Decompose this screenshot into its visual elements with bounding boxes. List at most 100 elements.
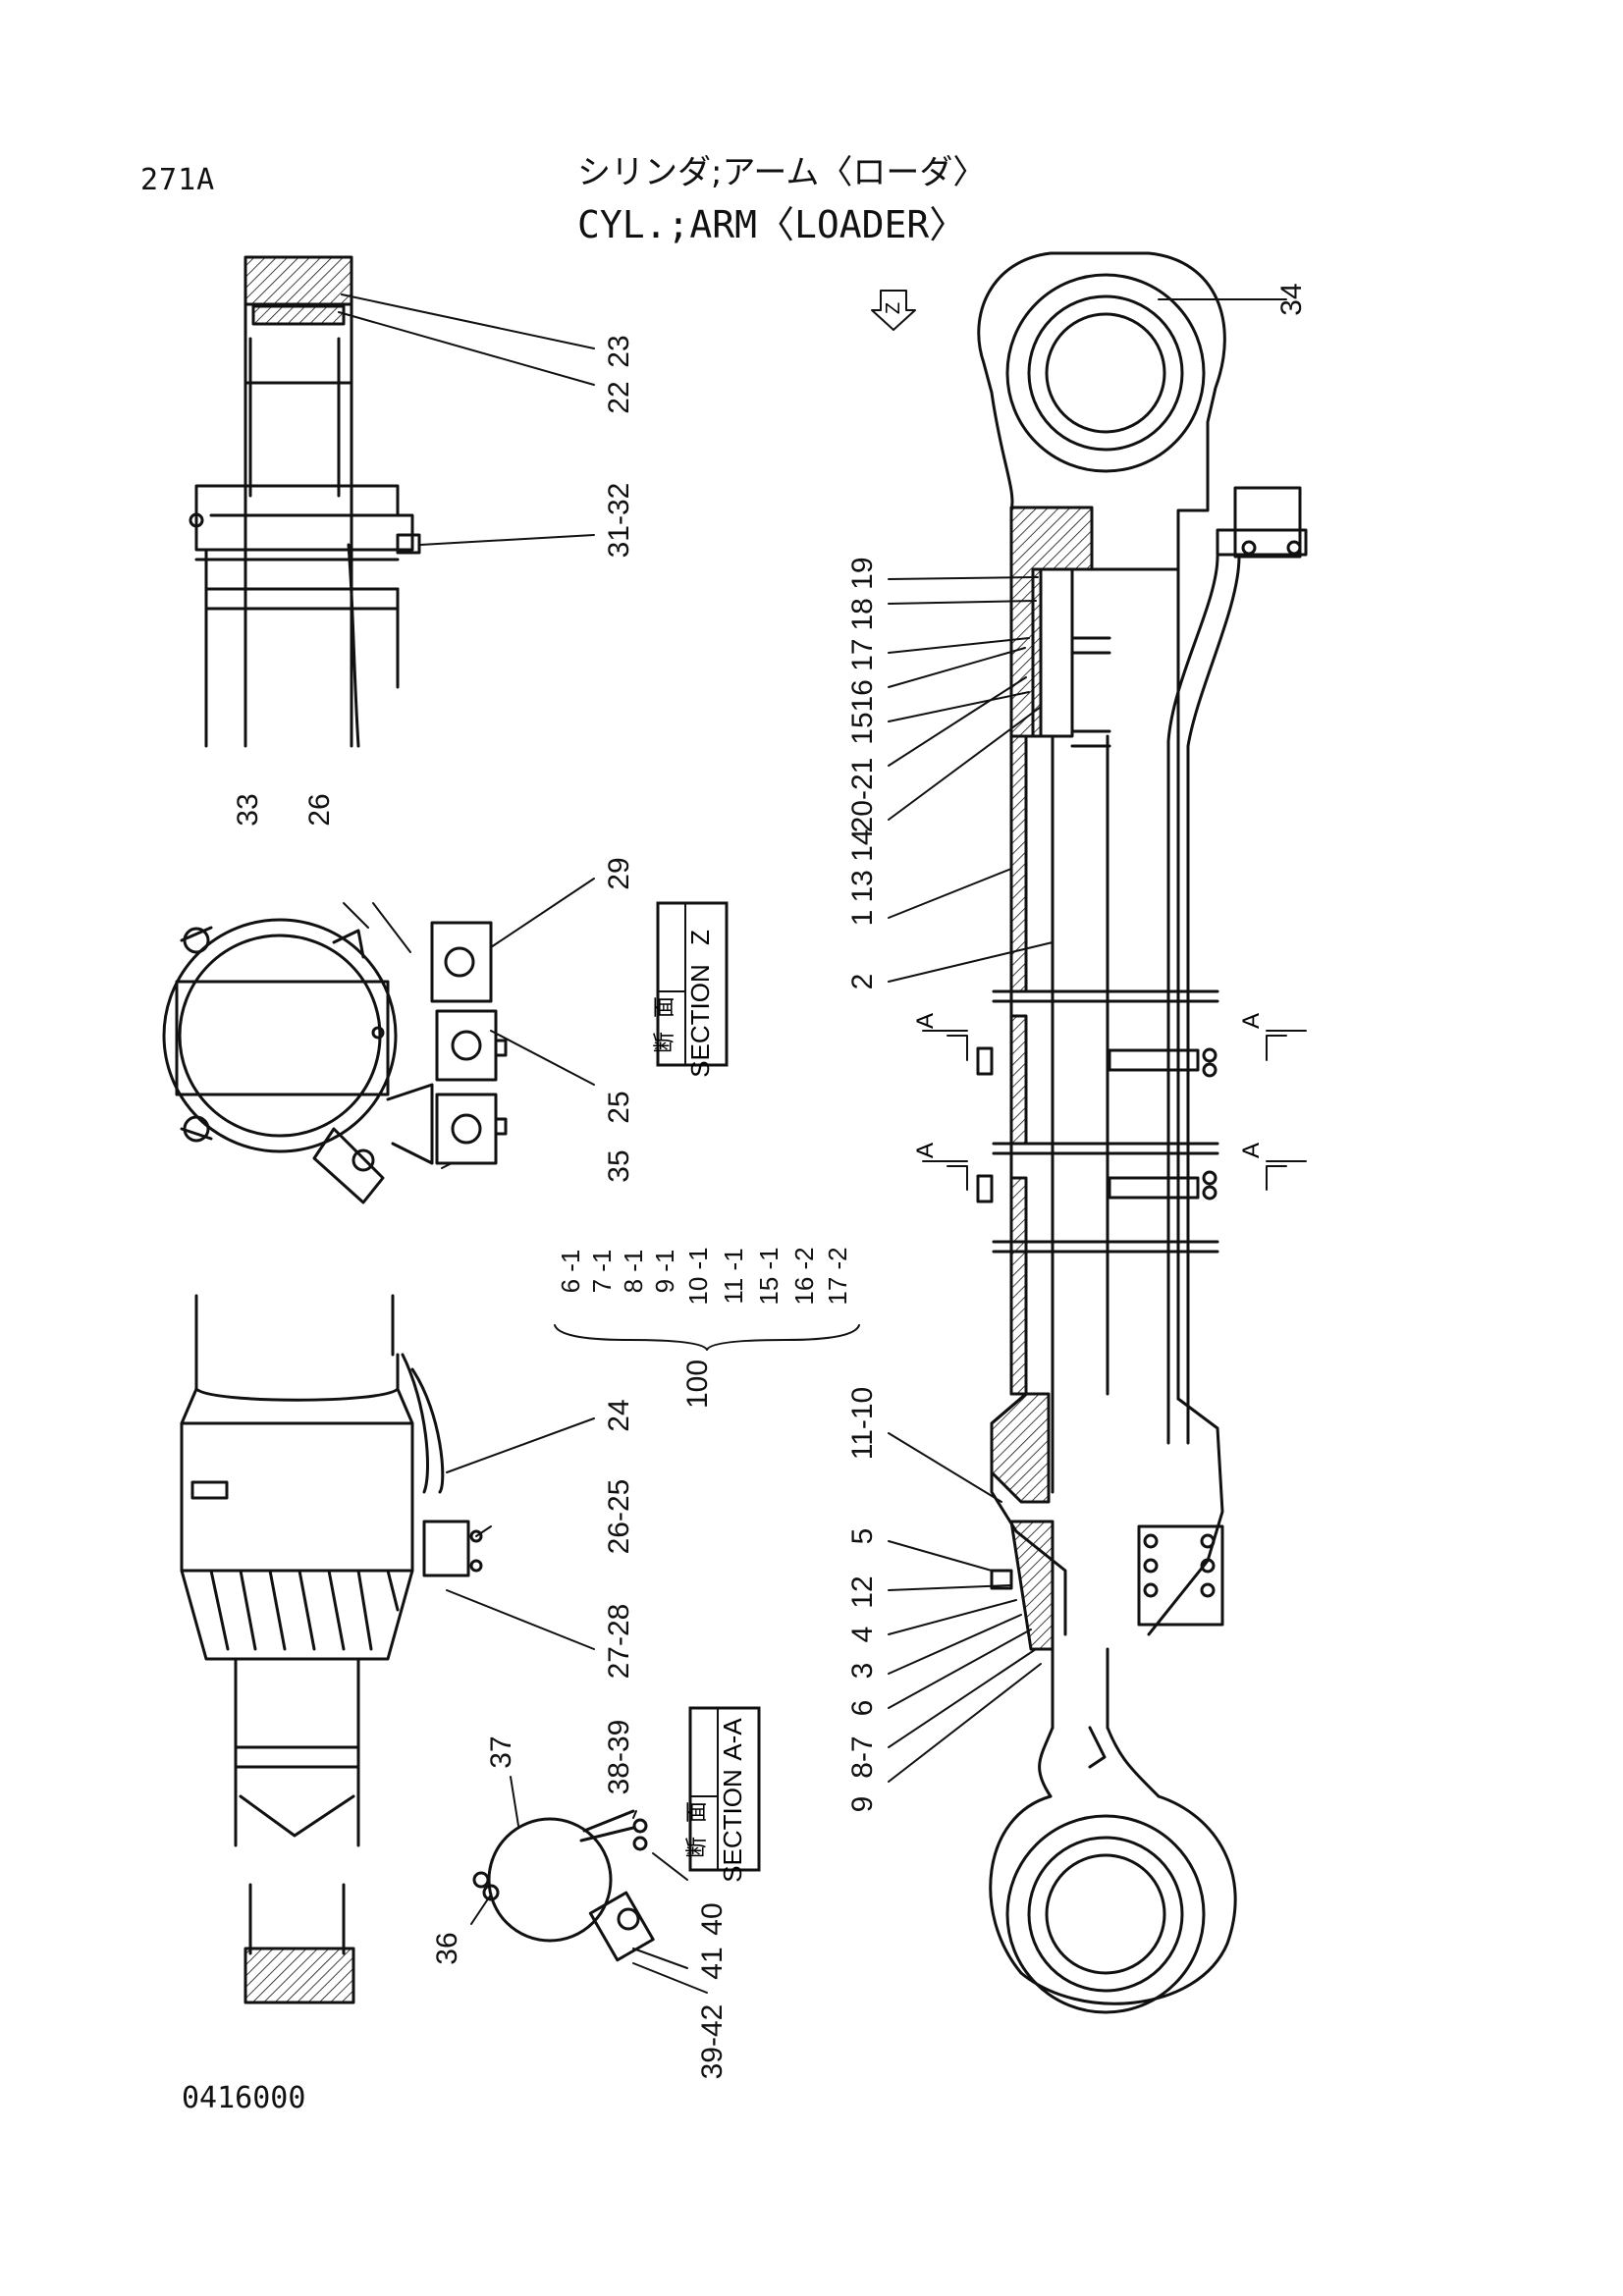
- callout-2: 2: [846, 974, 879, 990]
- section-z-view: [162, 918, 508, 1204]
- lower-left-cone: [180, 1569, 414, 1661]
- section-z-block-2: [435, 1009, 498, 1082]
- section-arrow-a-4: A: [1238, 1143, 1265, 1158]
- bottom-eye-ring-outer: [1005, 1814, 1206, 2014]
- view-z-marker-label: Z: [883, 302, 904, 314]
- section-aa-kanji-1: 断: [684, 1837, 709, 1858]
- kit-item-9: 17 -2: [823, 1247, 852, 1305]
- main-cylinder-assembly: [976, 251, 1308, 2014]
- section-aa-letter: A-A: [718, 1718, 747, 1761]
- kit-number: 100: [681, 1360, 714, 1409]
- section-aa-view: [472, 1809, 655, 1962]
- callout-27-28: 27-28: [603, 1604, 635, 1680]
- callout-33: 33: [232, 793, 264, 826]
- callout-29: 29: [603, 857, 635, 889]
- section-z-plate: [175, 980, 390, 1096]
- callout-34: 34: [1275, 283, 1308, 315]
- section-arrow-a-3: A: [912, 1143, 939, 1158]
- view-z-arrow: [871, 290, 916, 331]
- callout-9: 9: [846, 1796, 879, 1813]
- lower-left-side-view: [180, 1294, 483, 2004]
- callout-31-32: 31-32: [603, 483, 635, 559]
- callout-26: 26: [303, 793, 336, 826]
- clamp-upper: [1108, 1048, 1200, 1072]
- top-eye-ring-mid: [1027, 294, 1184, 452]
- section-aa-label: 断 面 SECTION A-A: [684, 1706, 761, 1883]
- clamp-lower: [1108, 1176, 1200, 1200]
- top-left-rod-end-view: [189, 255, 421, 748]
- kit-brace: [554, 1324, 860, 1351]
- bottom-eye-outline: [989, 1794, 1237, 2005]
- kit-item-1: 6 -1: [556, 1250, 585, 1294]
- callout-24: 24: [603, 1399, 635, 1431]
- callout-16-17: 16 17: [846, 638, 879, 712]
- kit-item-8: 16 -2: [789, 1247, 819, 1305]
- callout-26-25: 26-25: [603, 1479, 635, 1555]
- section-z-block-3: [435, 1093, 498, 1165]
- title-japanese: シリンダ;アーム〈ローダ〉: [577, 153, 987, 192]
- callout-36: 36: [431, 1932, 463, 1964]
- callout-22: 22: [603, 381, 635, 413]
- tube-wall-hatched-low: [1009, 1176, 1028, 1396]
- top-left-gland: [194, 484, 414, 552]
- bottom-eye-ring-mid: [1027, 1836, 1184, 1993]
- rod-seal-hatched: [1009, 1520, 1055, 1651]
- callout-11-10: 11-10: [846, 1387, 879, 1461]
- page-number: 271A: [140, 163, 216, 197]
- callout-15: 15: [846, 712, 879, 744]
- section-z-block-1: [430, 921, 493, 1003]
- kit-item-6: 11 -1: [719, 1248, 748, 1304]
- section-z-letter: Z: [685, 930, 715, 945]
- top-eye-ring-outer: [1005, 273, 1206, 473]
- top-eye-ring-inner: [1045, 312, 1166, 434]
- head-block-hatched: [1009, 506, 1094, 738]
- callout-8-7: 8-7: [846, 1735, 879, 1778]
- callout-39-42: 39-42: [696, 2004, 729, 2080]
- kit-item-2: 7 -1: [587, 1250, 617, 1294]
- tube-wall-hatched-mid: [1009, 1014, 1028, 1146]
- callout-41: 41: [696, 1947, 729, 1979]
- callout-20-21: 20-21: [846, 758, 879, 833]
- title-english: CYL.;ARM〈LOADER〉: [577, 203, 967, 246]
- leader-lines: [338, 290, 1307, 1994]
- lower-left-hatched-block: [243, 1947, 355, 2004]
- callout-1: 1: [846, 910, 879, 927]
- section-arrow-a-1: A: [912, 1013, 939, 1029]
- callout-35: 35: [603, 1149, 635, 1182]
- callout-5: 5: [846, 1528, 879, 1545]
- section-aa-kanji-2: 面: [684, 1801, 709, 1823]
- callout-6: 6: [846, 1700, 879, 1717]
- callout-18-19: 18 19: [846, 557, 879, 630]
- section-arrow-a-2: A: [1238, 1013, 1265, 1029]
- kit-list: 6 -1 7 -1 8 -1 9 -1 10 -1 11 -1 15 -1 16…: [556, 1247, 852, 1409]
- section-aa-word: SECTION: [718, 1769, 747, 1883]
- hydraulic-pipe: [1166, 555, 1241, 1445]
- kit-item-5: 10 -1: [683, 1247, 713, 1305]
- kit-item-4: 9 -1: [650, 1250, 679, 1294]
- section-z-kanji-2: 面: [652, 996, 676, 1018]
- tube-wall-hatched-top: [1009, 734, 1028, 993]
- rod-port-block: [1137, 1524, 1224, 1627]
- callout-13-14: 13 14: [846, 828, 879, 902]
- callout-38-39: 38-39: [603, 1720, 635, 1795]
- top-port-block: [1233, 486, 1302, 559]
- kit-item-7: 15 -1: [754, 1247, 784, 1305]
- section-z-label: 断 面 SECTION Z: [652, 901, 729, 1078]
- kit-item-3: 8 -1: [619, 1250, 648, 1294]
- section-z-ring: [162, 918, 398, 1153]
- callout-23: 23: [603, 335, 635, 367]
- bottom-eye-ring-inner: [1045, 1853, 1166, 1975]
- drawing-number: 0416000: [182, 2081, 306, 2115]
- section-z-word: SECTION: [685, 964, 715, 1078]
- rod-head-hatched: [990, 1392, 1051, 1504]
- callout-25: 25: [603, 1091, 635, 1123]
- callout-4: 4: [846, 1627, 879, 1643]
- callout-37: 37: [485, 1735, 517, 1768]
- section-z-kanji-1: 断: [652, 1032, 676, 1053]
- callout-12: 12: [846, 1575, 879, 1608]
- lower-left-port-block: [422, 1520, 470, 1577]
- top-eye-outline: [977, 251, 1226, 591]
- callout-40: 40: [696, 1902, 729, 1935]
- callout-3: 3: [846, 1663, 879, 1680]
